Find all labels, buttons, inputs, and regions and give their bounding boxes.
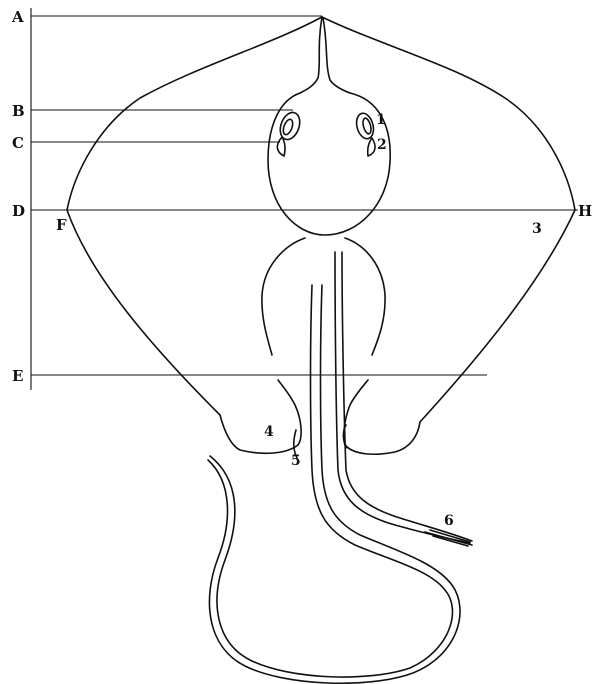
label-c: C — [12, 134, 24, 152]
label-f: F — [56, 216, 67, 234]
rostral-ridge-right — [323, 18, 350, 93]
head-outline — [268, 93, 390, 235]
label-6: 6 — [444, 513, 454, 529]
label-a: A — [11, 8, 24, 26]
label-h: H — [578, 202, 592, 220]
label-1: 1 — [376, 112, 386, 128]
rostral-ridge — [300, 17, 322, 93]
tail-outer — [210, 285, 452, 677]
right-pelvic-fin — [344, 380, 420, 454]
label-5: 5 — [291, 453, 301, 469]
right-eye — [354, 111, 376, 140]
label-d: D — [12, 202, 25, 220]
trunk-outline — [262, 238, 385, 355]
right-spiracle — [368, 138, 375, 156]
left-eye-inner — [282, 118, 295, 136]
tail-inner — [208, 285, 460, 683]
label-4: 4 — [264, 424, 274, 440]
label-2: 2 — [377, 137, 387, 153]
label-3: 3 — [532, 221, 542, 237]
label-e: E — [12, 367, 23, 385]
tail-spine-inner — [342, 252, 472, 541]
left-spiracle — [277, 137, 285, 156]
left-pelvic-fin — [220, 380, 301, 453]
label-b: B — [12, 102, 25, 120]
